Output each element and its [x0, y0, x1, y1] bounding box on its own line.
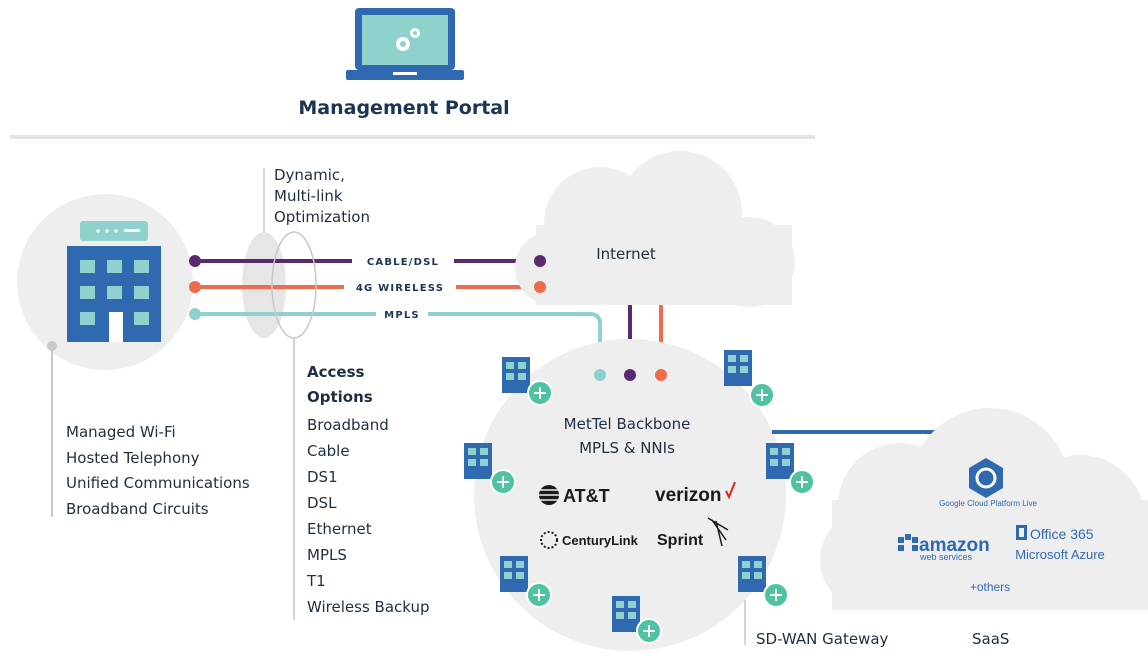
wireless-label: 4G WIRELESS	[356, 283, 444, 294]
saas-cloud	[820, 408, 1148, 610]
svg-text:CenturyLink: CenturyLink	[562, 533, 639, 548]
gears-icon	[396, 28, 420, 51]
access-option: Broadband	[307, 416, 389, 434]
google-cloud-icon	[969, 458, 1003, 498]
site-marker	[47, 341, 57, 351]
access-option: T1	[306, 572, 326, 590]
verizon-logo: verizon	[655, 481, 736, 506]
sprint-logo: Sprint	[657, 517, 729, 549]
centurylink-logo: CenturyLink	[540, 531, 639, 549]
svg-text:Optimization: Optimization	[274, 208, 370, 226]
svg-text:amazon: amazon	[919, 535, 990, 556]
access-option: Wireless Backup	[307, 598, 430, 616]
svg-text:Office 365: Office 365	[1030, 526, 1094, 542]
saas-label: SaaS	[972, 630, 1009, 648]
access-option: Ethernet	[307, 520, 372, 538]
gateway-label: SD-WAN Gateway	[756, 630, 889, 648]
office365-logo: Office 365	[1016, 525, 1094, 542]
mpls-label: MPLS	[384, 310, 420, 321]
building-icon	[67, 246, 161, 342]
svg-text:AT&T: AT&T	[563, 486, 610, 506]
access-option: DSL	[307, 494, 337, 512]
backbone-subtitle: MPLS & NNIs	[579, 439, 675, 457]
backbone-title: MetTel Backbone	[564, 415, 691, 433]
azure-label: Microsoft Azure	[1015, 547, 1105, 562]
backbone-circle	[474, 339, 786, 651]
access-option: DS1	[307, 468, 338, 486]
svg-text:Options: Options	[307, 388, 373, 406]
portal-title: Management Portal	[298, 97, 509, 119]
mpls-line	[195, 312, 602, 372]
cable-dsl-label: CABLE/DSL	[367, 257, 439, 268]
others-label: +others	[970, 580, 1010, 594]
svg-text:Access: Access	[307, 363, 364, 381]
feature-item: Broadband Circuits	[66, 500, 209, 518]
router-icon	[80, 221, 148, 241]
feature-item: Unified Communications	[66, 474, 250, 492]
internet-label: Internet	[596, 245, 656, 263]
svg-text:Sprint: Sprint	[657, 532, 704, 549]
svg-text:verizon: verizon	[655, 485, 722, 506]
access-option: Cable	[307, 442, 350, 460]
site-features: Managed Wi-Fi Hosted Telephony Unified C…	[66, 423, 250, 518]
att-logo: AT&T	[539, 485, 610, 506]
feature-item: Hosted Telephony	[66, 449, 200, 467]
access-option: MPLS	[307, 546, 347, 564]
amazon-logo: amazon web services	[898, 534, 990, 562]
feature-item: Managed Wi-Fi	[66, 423, 176, 441]
access-options: Access Options Broadband Cable DS1 DSL E…	[306, 363, 430, 616]
svg-text:web services: web services	[919, 552, 973, 562]
google-cloud-label: Google Cloud Platform Live	[939, 499, 1037, 508]
divider	[10, 135, 815, 139]
optimization-label: Dynamic, Multi-link Optimization	[274, 166, 370, 226]
internet-cloud	[515, 151, 795, 307]
svg-text:Dynamic,: Dynamic,	[274, 166, 345, 184]
svg-text:Multi-link: Multi-link	[274, 187, 343, 205]
